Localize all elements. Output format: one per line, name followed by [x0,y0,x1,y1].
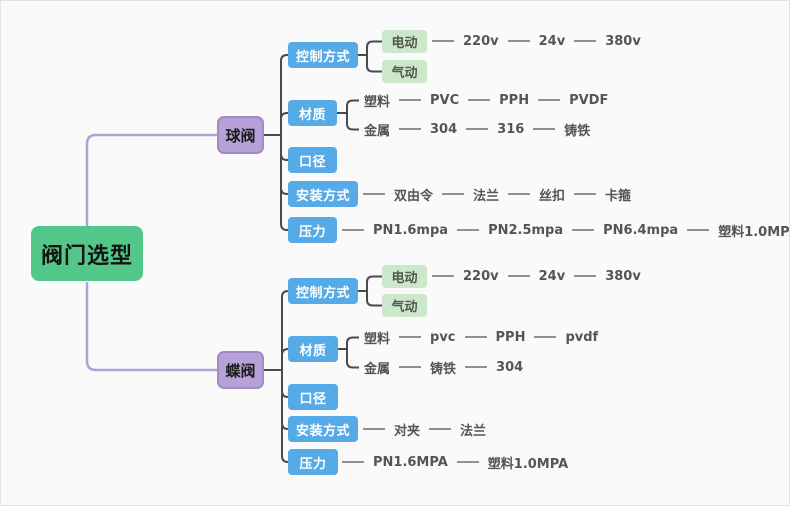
leaf-metal[interactable]: 金属 [364,123,391,139]
node-ball-control-method[interactable]: 控制方式 [288,42,358,68]
bfly-plastic-chain: 塑料 pvc PPH pvdf [364,327,598,347]
connector-segment [363,428,385,430]
connector-segment [533,128,556,130]
node-bfly-pneumatic[interactable]: 气动 [382,294,427,317]
connector-segment [399,128,422,130]
leaf-220v[interactable]: 220v [463,268,499,284]
leaf-pvc[interactable]: PVC [430,92,460,108]
node-ball-diameter[interactable]: 口径 [288,147,337,173]
leaf-pph[interactable]: PPH [495,329,526,345]
connector-segment [574,40,597,42]
node-butterfly-valve[interactable]: 蝶阀 [217,351,264,389]
node-ball-electric[interactable]: 电动 [382,30,427,53]
ball-voltage-chain: 220v 24v 380v [432,31,641,51]
node-ball-pneumatic[interactable]: 气动 [382,60,427,83]
connector-segment [574,275,597,277]
connector-segment [342,229,364,231]
leaf-wafer[interactable]: 对夹 [394,423,421,439]
connector-segment [508,193,531,195]
leaf-pvdf[interactable]: PVDF [569,92,609,108]
leaf-pn64[interactable]: PN6.4mpa [603,222,679,238]
connector-segment [468,99,491,101]
leaf-flange[interactable]: 法兰 [460,423,487,439]
connector-segment [363,193,385,195]
connector-segment [574,193,597,195]
bfly-pressure-chain: PN1.6MPA 塑料1.0MPA [342,452,568,472]
ball-metal-chain: 金属 304 316 铸铁 [364,119,590,139]
connector-segment [507,275,530,277]
leaf-metal[interactable]: 金属 [364,361,391,377]
node-bfly-install-method[interactable]: 安装方式 [288,416,358,442]
ball-plastic-chain: 塑料 PVC PPH PVDF [364,90,608,110]
node-ball-valve[interactable]: 球阀 [217,116,264,154]
connector-segment [457,229,480,231]
leaf-316[interactable]: 316 [497,121,525,137]
connector-segment [466,128,489,130]
leaf-clamp[interactable]: 卡箍 [605,188,632,204]
leaf-304[interactable]: 304 [430,121,458,137]
bfly-install-chain: 对夹 法兰 [363,419,486,439]
node-bfly-diameter[interactable]: 口径 [288,384,338,410]
connector-segment [465,366,488,368]
node-ball-install-method[interactable]: 安装方式 [288,181,358,207]
leaf-380v[interactable]: 380v [605,33,641,49]
leaf-24v[interactable]: 24v [538,33,566,49]
leaf-threaded[interactable]: 丝扣 [539,188,566,204]
connector-segment [399,99,422,101]
connector-segment [399,336,422,338]
leaf-flange[interactable]: 法兰 [473,188,500,204]
leaf-pvdf[interactable]: pvdf [565,329,599,345]
connector-segment [456,461,479,463]
connector-segment [538,99,561,101]
ball-install-chain: 双由令 法兰 丝扣 卡箍 [363,184,631,204]
connector-segment [687,229,710,231]
node-bfly-electric[interactable]: 电动 [382,265,427,288]
leaf-plastic-10mpa[interactable]: 塑料1.0MPA [718,224,789,240]
node-bfly-control-method[interactable]: 控制方式 [288,278,358,304]
leaf-pph[interactable]: PPH [499,92,530,108]
node-bfly-pressure[interactable]: 压力 [288,449,338,475]
bfly-voltage-chain: 220v 24v 380v [432,266,641,286]
node-ball-material[interactable]: 材质 [288,100,337,126]
connector-segment [399,366,422,368]
leaf-pvc[interactable]: pvc [430,329,456,345]
connector-segment [442,193,465,195]
node-bfly-material[interactable]: 材质 [288,336,338,362]
connector-segment [507,40,530,42]
root-connector-bottom [85,282,217,372]
leaf-pn16[interactable]: PN1.6MPA [373,454,448,470]
leaf-pn16[interactable]: PN1.6mpa [373,222,449,238]
leaf-cast-iron[interactable]: 铸铁 [430,361,457,377]
leaf-304[interactable]: 304 [496,359,524,375]
connector-segment [342,461,364,463]
connector-segment [464,336,487,338]
leaf-24v[interactable]: 24v [538,268,566,284]
leaf-380v[interactable]: 380v [605,268,641,284]
node-ball-pressure[interactable]: 压力 [288,217,337,243]
root-connector-top [85,133,217,226]
ball-pressure-chain: PN1.6mpa PN2.5mpa PN6.4mpa 塑料1.0MPA [342,220,789,240]
leaf-double-union[interactable]: 双由令 [394,188,434,204]
leaf-220v[interactable]: 220v [463,33,499,49]
leaf-pn25[interactable]: PN2.5mpa [488,222,564,238]
leaf-plastic-10mpa[interactable]: 塑料1.0MPA [487,456,569,472]
connector-segment [432,40,454,42]
leaf-plastic[interactable]: 塑料 [364,94,391,110]
root-node-valve-selection[interactable]: 阀门选型 [31,226,143,281]
connector-segment [432,275,454,277]
connector-segment [572,229,595,231]
connector-segment [534,336,557,338]
bfly-metal-chain: 金属 铸铁 304 [364,357,523,377]
connector-segment [429,428,452,430]
leaf-cast-iron[interactable]: 铸铁 [564,123,591,139]
leaf-plastic[interactable]: 塑料 [364,331,391,347]
